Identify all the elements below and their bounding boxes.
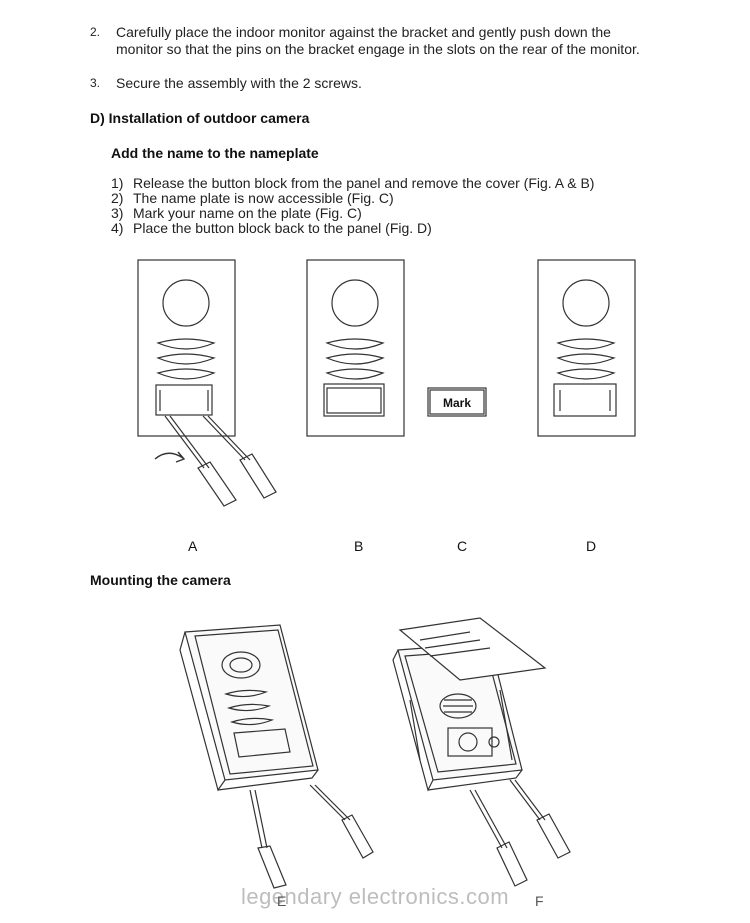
list-item: 4)Place the button block back to the pan… [111, 220, 432, 236]
nameplate-instructions: 1)Release the button block from the pane… [111, 176, 711, 236]
figure-c-nameplate [427, 387, 487, 417]
figure-label-b: B [354, 538, 364, 554]
figure-label-e: E [277, 893, 287, 909]
nameplate-mark-text: Mark [443, 396, 471, 410]
list-item: 3)Mark your name on the plate (Fig. C) [111, 205, 362, 221]
figure-label-f: F [535, 893, 544, 909]
section-d-heading: D) Installation of outdoor camera [90, 110, 310, 126]
step-2-number: 2. [90, 25, 101, 39]
figure-a-panel [137, 259, 277, 507]
mounting-heading: Mounting the camera [90, 572, 231, 588]
figure-f-camera [392, 617, 571, 887]
step-3-number: 3. [90, 76, 101, 90]
list-item: 2)The name plate is now accessible (Fig.… [111, 190, 394, 206]
figure-d-panel [537, 259, 636, 437]
figure-label-d: D [586, 538, 597, 554]
watermark: legendary electronics.com [240, 884, 510, 909]
figure-label-a: A [188, 538, 198, 554]
figure-b-panel [306, 259, 405, 437]
step-3-text: Secure the assembly with the 2 screws. [116, 75, 362, 91]
list-item: 1)Release the button block from the pane… [111, 175, 595, 191]
figure-label-c: C [457, 538, 468, 554]
step-2-text: Carefully place the indoor monitor again… [116, 24, 640, 57]
nameplate-subheading: Add the name to the nameplate [111, 145, 319, 161]
figure-e-camera [179, 624, 374, 889]
